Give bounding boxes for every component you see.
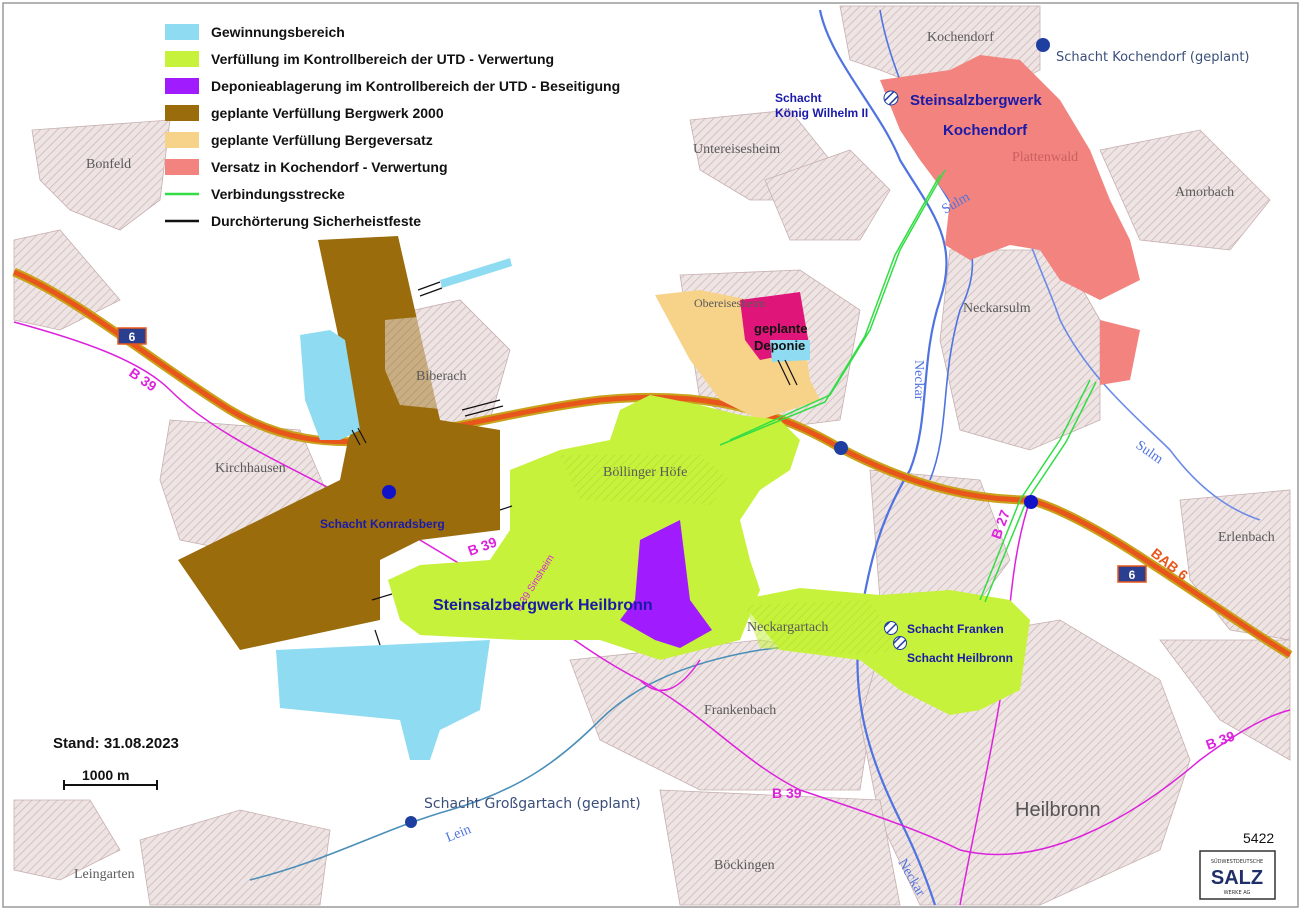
legend-swatch <box>165 51 199 67</box>
legend-label: Verbindungsstrecke <box>211 186 345 202</box>
legend-label: Gewinnungsbereich <box>211 24 345 40</box>
shaft-koenig-wilhelm <box>883 90 899 106</box>
town-bonfeld: Bonfeld <box>86 157 131 172</box>
legend-item: Deponieablagerung im Kontrollbereich der… <box>165 78 620 94</box>
label-shaft-konradsberg: Schacht Konradsberg <box>320 517 445 531</box>
label-shaft-kochendorf: Schacht Kochendorf (geplant) <box>1056 50 1250 65</box>
scale-label: 1000 m <box>82 767 129 783</box>
legend-label: geplante Verfüllung Bergeversatz <box>211 132 433 148</box>
town-plattenwald: Plattenwald <box>1012 150 1078 165</box>
legend-label: Versatz in Kochendorf - Verwertung <box>211 159 448 175</box>
mining-areas <box>178 55 1140 760</box>
legend-label: geplante Verfüllung Bergwerk 2000 <box>211 105 444 121</box>
town-erlenbach: Erlenbach <box>1218 530 1275 545</box>
town-frankenbach: Frankenbach <box>704 703 776 718</box>
town-kirchhausen: Kirchhausen <box>215 461 286 476</box>
label-b39-south: B 39 <box>772 785 802 801</box>
label-deponie-1: geplante <box>754 321 807 336</box>
area-versatz-kochendorf <box>880 55 1140 300</box>
town-boellinger: Böllinger Höfe <box>603 465 687 480</box>
shafts <box>382 38 1050 828</box>
legend-swatch <box>165 78 199 94</box>
shaft-grossgartach <box>405 816 417 828</box>
town-neckargartach: Neckargartach <box>747 620 828 635</box>
town-amorbach: Amorbach <box>1175 185 1234 200</box>
label-werk-kochendorf-2: Kochendorf <box>943 122 1028 139</box>
town-biberach: Biberach <box>416 369 467 384</box>
town-leingarten: Leingarten <box>74 867 135 882</box>
legend-swatch <box>165 105 199 121</box>
legend-item: Gewinnungsbereich <box>165 24 345 40</box>
durchoerterung <box>351 281 798 646</box>
shaft-konradsberg <box>382 485 396 499</box>
shaft-franken <box>884 621 898 635</box>
town-kochendorf: Kochendorf <box>927 30 994 45</box>
badge-a6-west: 6 <box>129 330 136 344</box>
shaft-heilbronn <box>893 636 907 650</box>
legend-swatch <box>165 24 199 40</box>
label-neckar-mid: Neckar <box>911 360 926 401</box>
shaft-autobahn-2 <box>1024 495 1038 509</box>
label-werk-kochendorf-1: Steinsalzbergwerk <box>910 92 1042 109</box>
legend-label: Deponieablagerung im Kontrollbereich der… <box>211 78 620 94</box>
label-shaft-grossgartach: Schacht Großgartach (geplant) <box>424 796 641 812</box>
salz-logo: SÜDWESTDEUTSCHE SALZ WERKE AG <box>1199 850 1276 900</box>
legend-item: Durchörterung Sicherheistfeste <box>165 213 421 229</box>
shaft-autobahn-1 <box>834 441 848 455</box>
stand-date: Stand: 31.08.2023 <box>53 735 179 752</box>
area-gewinnung-1 <box>300 330 360 440</box>
area-deponieablagerung <box>620 520 712 648</box>
legend-item: Versatz in Kochendorf - Verwertung <box>165 159 448 175</box>
legend-item: Verbindungsstrecke <box>165 186 345 202</box>
legend-item: Verfüllung im Kontrollbereich der UTD - … <box>165 51 554 67</box>
town-untereisesheim: Untereisesheim <box>693 142 780 157</box>
road-badges: 6 6 <box>117 327 1147 583</box>
scale-bar: 1000 m <box>63 767 158 790</box>
verbindungsstrecke <box>719 169 1097 603</box>
label-werk-heilbronn: Steinsalzbergwerk Heilbronn <box>433 597 653 614</box>
legend-label: Durchörterung Sicherheistfeste <box>211 213 421 229</box>
label-deponie-2: Deponie <box>754 338 805 353</box>
town-neckarsulm: Neckarsulm <box>963 301 1031 316</box>
legend-swatch <box>165 159 199 175</box>
legend-item: geplante Verfüllung Bergeversatz <box>165 132 433 148</box>
label-shaft-koenig-1: Schacht <box>775 91 822 105</box>
town-obereisesheim: Obereisesheim <box>694 296 766 310</box>
area-gewinnung-2 <box>276 640 490 760</box>
legend-label: Verfüllung im Kontrollbereich der UTD - … <box>211 51 554 67</box>
svg-text:SALZ: SALZ <box>1211 867 1263 889</box>
svg-text:WERKE AG: WERKE AG <box>1224 890 1251 896</box>
svg-text:SÜDWESTDEUTSCHE: SÜDWESTDEUTSCHE <box>1211 858 1263 865</box>
label-shaft-franken: Schacht Franken <box>907 622 1004 636</box>
town-boeckingen: Böckingen <box>714 858 775 873</box>
shaft-kochendorf-geplant <box>1036 38 1050 52</box>
label-shaft-heilbronn: Schacht Heilbronn <box>907 651 1013 665</box>
label-shaft-koenig-2: König Wilhelm II <box>775 106 868 120</box>
town-labels: Kochendorf Bonfeld Untereisesheim Platte… <box>74 30 1275 882</box>
town-heilbronn: Heilbronn <box>1015 799 1101 821</box>
badge-a6-east: 6 <box>1129 568 1136 582</box>
map-number: 5422 <box>1243 830 1274 846</box>
legend-item: geplante Verfüllung Bergwerk 2000 <box>165 105 444 121</box>
legend-swatch <box>165 132 199 148</box>
